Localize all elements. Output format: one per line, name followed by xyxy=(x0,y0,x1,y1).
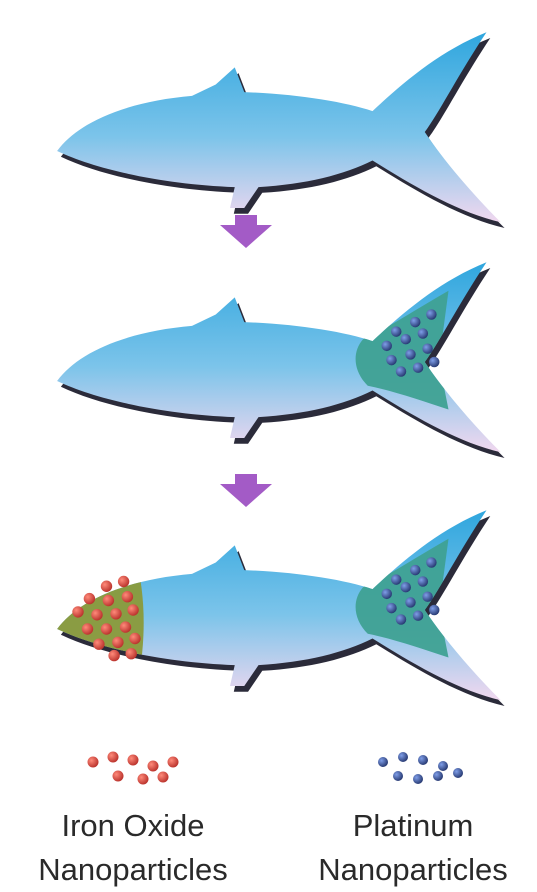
platinum-nanoparticle xyxy=(405,349,415,359)
legend-platinum-line2: Nanoparticles xyxy=(318,852,508,887)
platinum-nanoparticle xyxy=(396,614,406,624)
iron-oxide-nanoparticle xyxy=(112,637,123,648)
iron-oxide-nanoparticle xyxy=(168,757,179,768)
platinum-nanoparticle xyxy=(401,334,411,344)
iron-oxide-nanoparticle xyxy=(108,752,119,763)
iron-oxide-nanoparticle xyxy=(148,761,159,772)
legend-platinum-line1: Platinum xyxy=(353,808,474,843)
platinum-nanoparticle xyxy=(391,574,401,584)
platinum-nanoparticle xyxy=(429,605,439,615)
fish-stage-2 xyxy=(57,262,504,458)
iron-oxide-nanoparticle xyxy=(84,593,95,604)
iron-oxide-nanoparticle xyxy=(129,633,140,644)
platinum-nanoparticle xyxy=(413,774,423,784)
platinum-nanoparticle xyxy=(418,576,428,586)
legend-iron-oxide-line2: Nanoparticles xyxy=(38,852,228,887)
platinum-nanoparticle xyxy=(398,752,408,762)
iron-oxide-nanoparticle xyxy=(158,772,169,783)
iron-oxide-nanoparticle xyxy=(122,591,133,602)
platinum-nanoparticle xyxy=(378,757,388,767)
iron-oxide-nanoparticle xyxy=(108,650,119,661)
platinum-nanoparticle xyxy=(393,771,403,781)
platinum-nanoparticle xyxy=(410,565,420,575)
platinum-nanoparticle xyxy=(413,362,423,372)
platinum-nanoparticle xyxy=(422,343,432,353)
iron-oxide-nanoparticle xyxy=(127,604,138,615)
platinum-nanoparticle xyxy=(401,582,411,592)
fish-stage-3 xyxy=(40,510,505,706)
iron-oxide-nanoparticle xyxy=(72,606,83,617)
platinum-particle-icon xyxy=(378,752,463,784)
legend-platinum: Platinum Nanoparticles xyxy=(318,752,508,887)
arrow-down-icon xyxy=(220,474,272,507)
arrow-down-icon xyxy=(220,215,272,248)
iron-oxide-nanoparticle xyxy=(101,581,112,592)
platinum-nanoparticle xyxy=(382,341,392,351)
iron-oxide-nanoparticle xyxy=(103,595,114,606)
iron-oxide-nanoparticle xyxy=(113,771,124,782)
platinum-nanoparticle xyxy=(418,755,428,765)
iron-oxide-nanoparticle xyxy=(126,648,137,659)
iron-oxide-nanoparticle xyxy=(128,755,139,766)
platinum-nanoparticle xyxy=(391,326,401,336)
iron-oxide-particle-icon xyxy=(88,752,179,785)
legend-iron-oxide-line1: Iron Oxide xyxy=(61,808,204,843)
fish-stage-1 xyxy=(57,32,504,228)
iron-oxide-nanoparticle xyxy=(93,639,104,650)
iron-oxide-nanoparticle xyxy=(110,608,121,619)
iron-oxide-nanoparticle xyxy=(88,757,99,768)
platinum-nanoparticle xyxy=(386,355,396,365)
legend-iron-oxide: Iron Oxide Nanoparticles xyxy=(38,752,228,888)
platinum-nanoparticle xyxy=(396,366,406,376)
iron-oxide-nanoparticle xyxy=(138,774,149,785)
platinum-nanoparticle xyxy=(422,591,432,601)
iron-oxide-nanoparticle xyxy=(101,623,112,634)
iron-oxide-nanoparticle xyxy=(120,621,131,632)
platinum-nanoparticle xyxy=(426,309,436,319)
platinum-nanoparticle xyxy=(382,589,392,599)
platinum-nanoparticle xyxy=(405,597,415,607)
iron-oxide-nanoparticle xyxy=(82,623,93,634)
platinum-nanoparticle xyxy=(426,557,436,567)
platinum-nanoparticle xyxy=(386,603,396,613)
platinum-nanoparticle xyxy=(413,610,423,620)
platinum-nanoparticle xyxy=(433,771,443,781)
platinum-nanoparticle xyxy=(438,761,448,771)
platinum-nanoparticle xyxy=(418,328,428,338)
platinum-nanoparticle xyxy=(410,317,420,327)
platinum-nanoparticle xyxy=(429,357,439,367)
iron-oxide-nanoparticle xyxy=(118,576,129,587)
platinum-nanoparticle xyxy=(453,768,463,778)
iron-oxide-nanoparticle xyxy=(91,609,102,620)
